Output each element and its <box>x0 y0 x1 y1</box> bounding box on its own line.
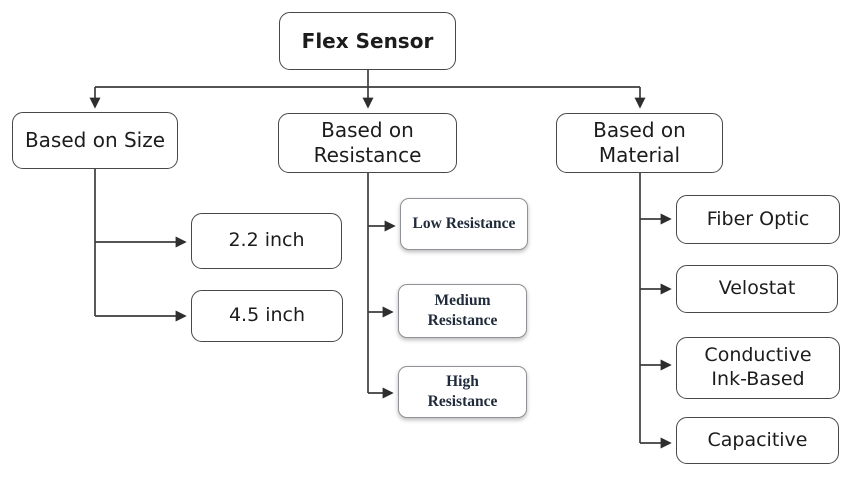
node-medium-resistance: Medium Resistance <box>398 284 527 338</box>
node-fiber-optic: Fiber Optic <box>676 195 840 244</box>
node-flex-sensor: Flex Sensor <box>279 12 456 70</box>
node-high-resistance: High Resistance <box>398 366 527 418</box>
node-based-on-material: Based on Material <box>556 113 723 173</box>
node-capacitive: Capacitive <box>676 417 839 464</box>
node-based-on-size: Based on Size <box>12 112 178 169</box>
node-4-5-inch: 4.5 inch <box>191 290 343 342</box>
node-based-on-resistance: Based on Resistance <box>278 113 457 173</box>
node-low-resistance: Low Resistance <box>400 198 528 250</box>
node-conductive-ink-based: Conductive Ink-Based <box>676 337 840 399</box>
node-2-2-inch: 2.2 inch <box>191 213 342 269</box>
node-velostat: Velostat <box>676 265 838 313</box>
